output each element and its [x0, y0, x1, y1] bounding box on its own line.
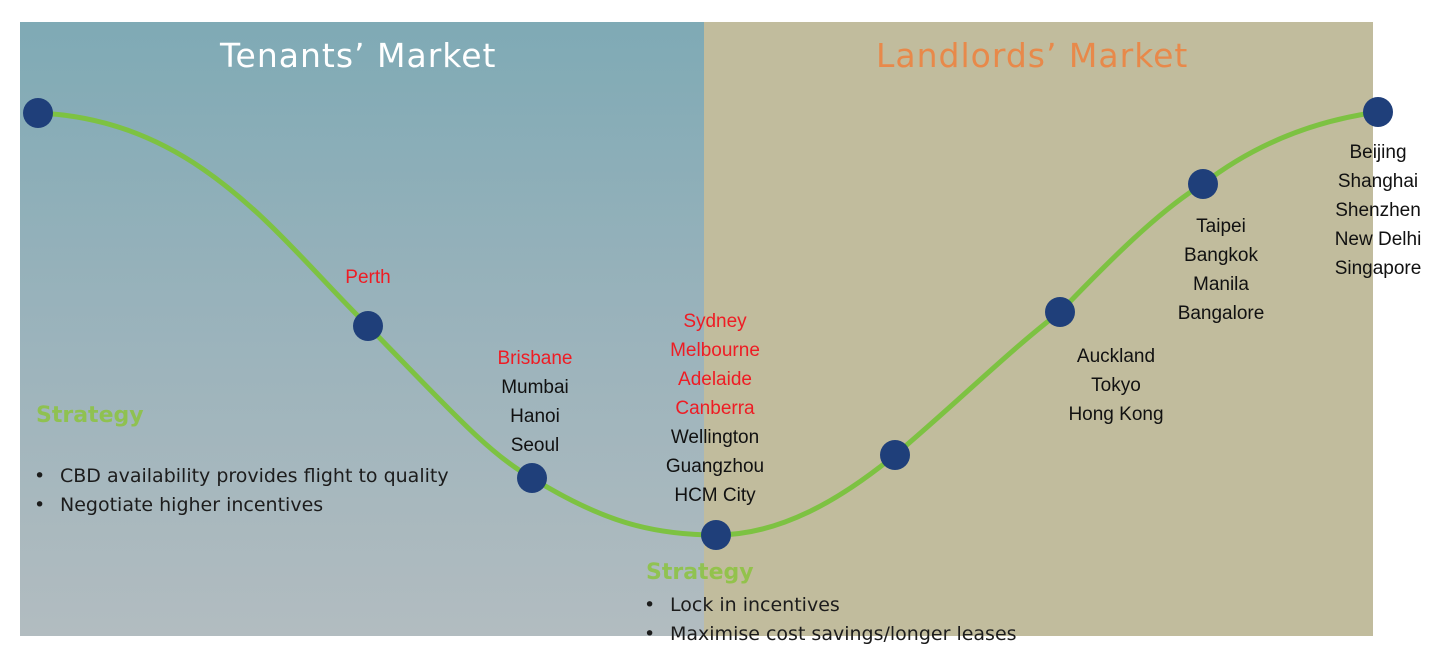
city-label: Brisbane — [497, 348, 573, 369]
city-label: Auckland — [1076, 346, 1156, 367]
strategy-bottom-bullets: Lock in incentives Maximise cost savings… — [640, 591, 1017, 649]
strategy-bottom-title: Strategy — [646, 560, 754, 585]
cycle-node-rising-2 — [1045, 297, 1075, 327]
city-label: Guangzhou — [665, 456, 765, 477]
cycle-node-peak-left — [23, 98, 53, 128]
city-list-falling-1: Perth — [338, 263, 398, 292]
city-label: Melbourne — [670, 340, 760, 361]
cycle-node-trough — [701, 520, 731, 550]
city-label: Taipei — [1196, 216, 1246, 237]
city-label: Singapore — [1334, 258, 1422, 279]
strategy-left-bullet: Negotiate higher incentives — [30, 491, 449, 520]
strategy-left-bullet: CBD availability provides flight to qual… — [30, 462, 449, 491]
landlords-market-title: Landlords’ Market — [876, 36, 1189, 75]
strategy-left-bullets: CBD availability provides flight to qual… — [30, 462, 449, 520]
city-label: Adelaide — [678, 369, 752, 390]
cycle-node-rising-1 — [880, 440, 910, 470]
cycle-node-peak-right — [1363, 97, 1393, 127]
city-label: Hanoi — [510, 406, 560, 427]
city-label: Mumbai — [501, 377, 569, 398]
cycle-node-rising-3 — [1188, 169, 1218, 199]
city-label: Beijing — [1349, 142, 1407, 163]
cycle-node-falling-2 — [517, 463, 547, 493]
city-label: Manila — [1193, 274, 1249, 295]
city-label: Hong Kong — [1068, 404, 1164, 425]
tenants-market-title: Tenants’ Market — [220, 36, 497, 75]
strategy-bottom-bullet: Maximise cost savings/longer leases — [640, 620, 1017, 649]
city-label: Sydney — [683, 311, 747, 332]
city-label: Bangkok — [1184, 245, 1258, 266]
city-label: Shanghai — [1337, 171, 1419, 192]
cycle-line — [35, 109, 1381, 538]
city-label: Canberra — [675, 398, 755, 419]
strategy-left-title: Strategy — [36, 403, 144, 428]
city-label: New Delhi — [1334, 229, 1422, 250]
strategy-bottom-bullet: Lock in incentives — [640, 591, 1017, 620]
city-label: Perth — [345, 267, 391, 288]
city-label: Tokyo — [1091, 375, 1141, 396]
cycle-node-falling-1 — [353, 311, 383, 341]
city-label: Wellington — [670, 427, 760, 448]
city-label: Seoul — [510, 435, 560, 456]
city-label: Shenzhen — [1335, 200, 1421, 221]
city-label: HCM City — [674, 485, 756, 506]
city-label: Bangalore — [1177, 303, 1265, 324]
